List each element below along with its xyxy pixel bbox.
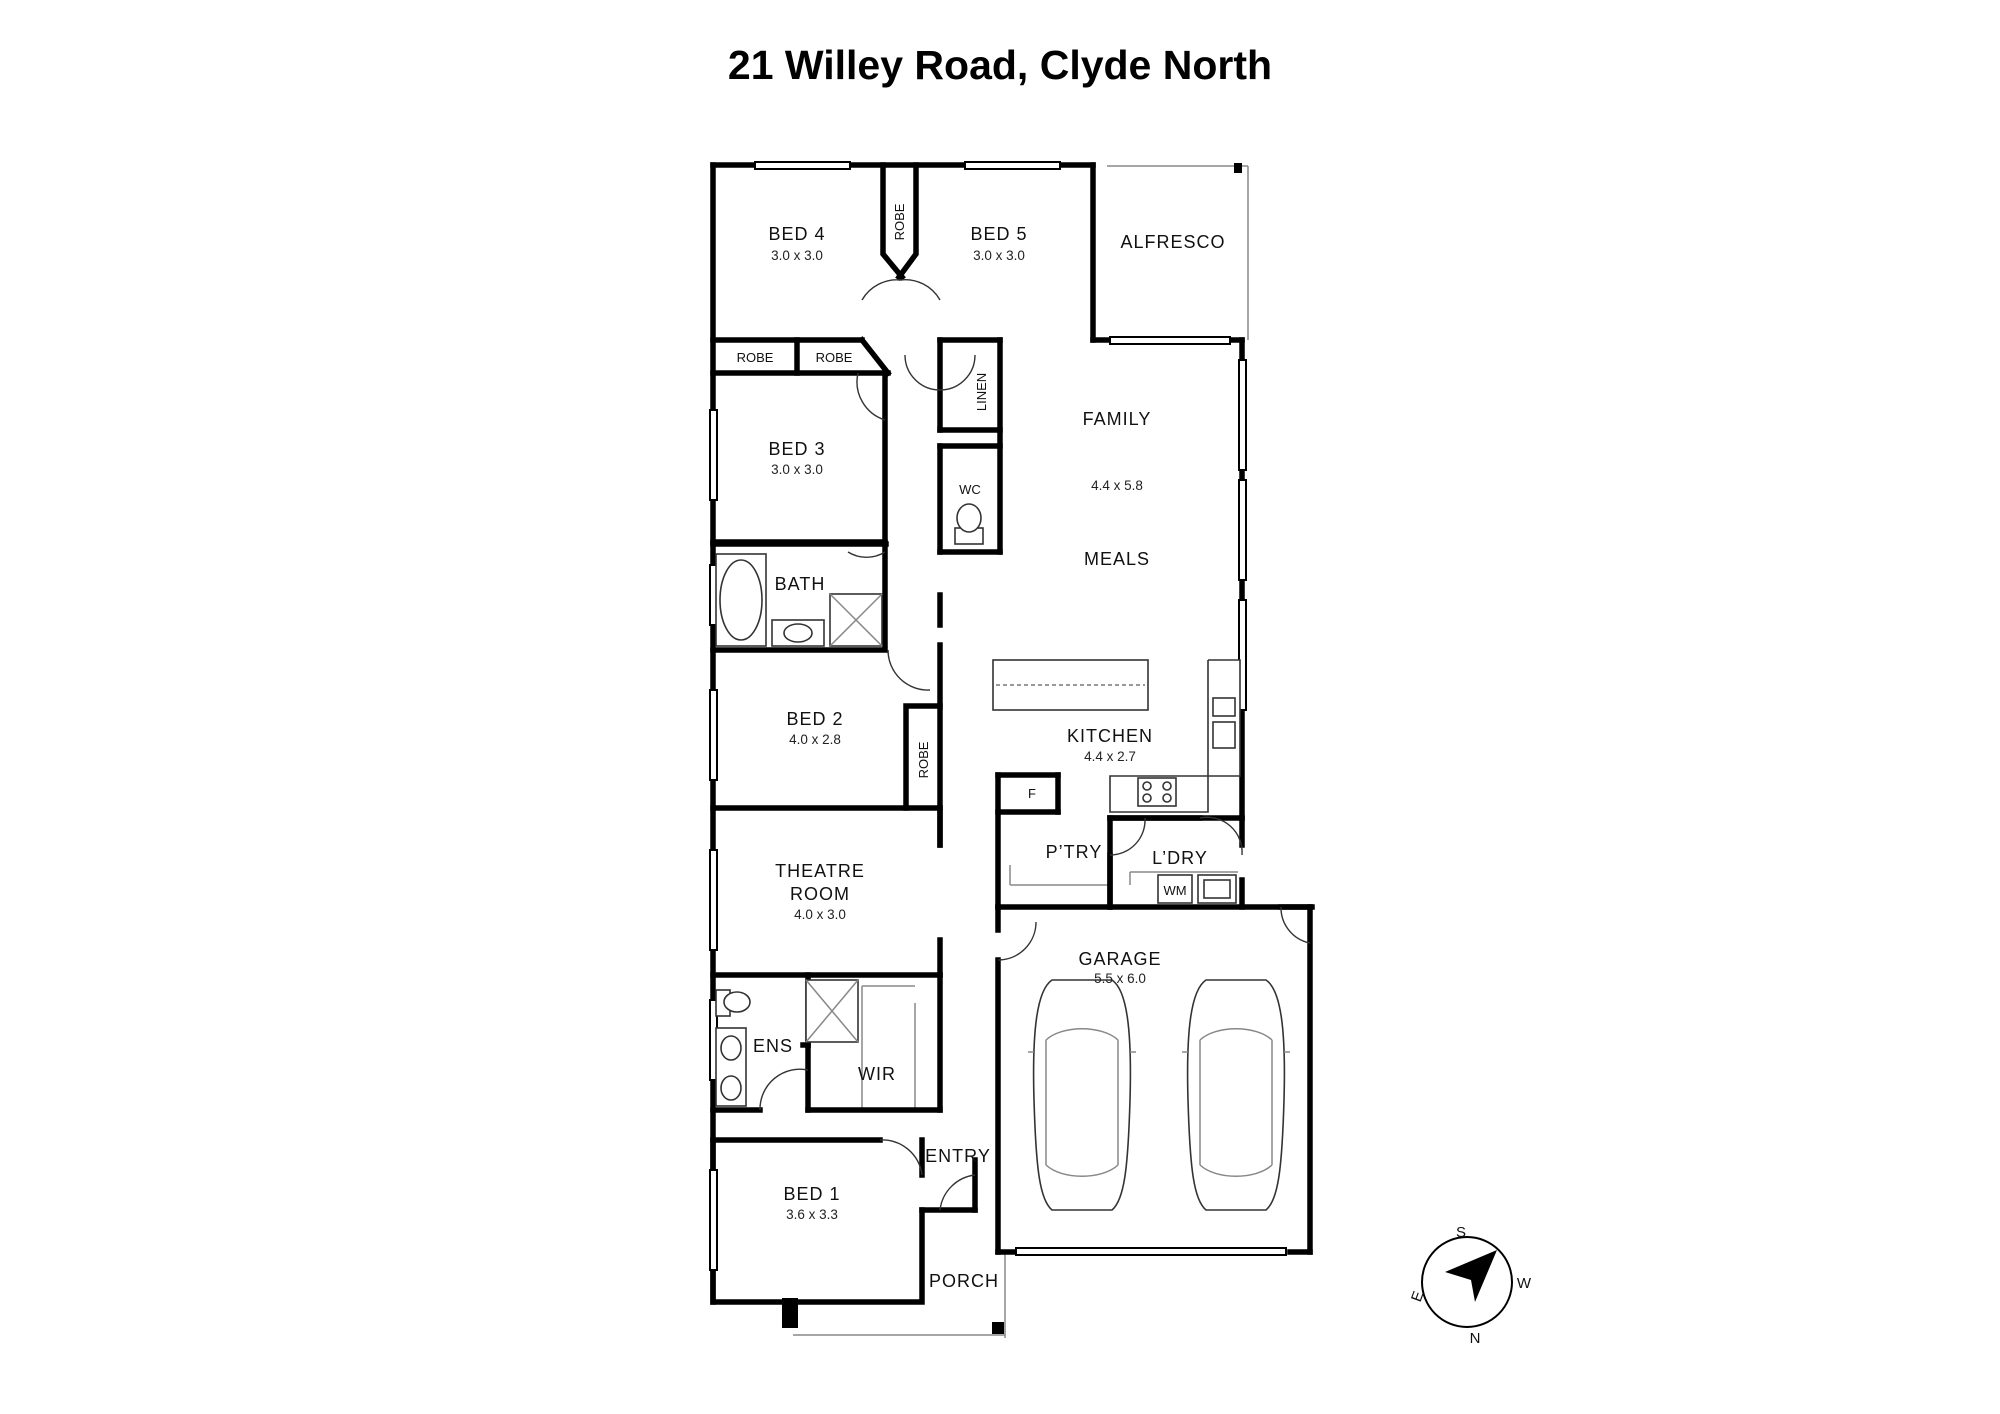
label-fridge: F [1028,786,1036,801]
car-right [1182,979,1290,1211]
label-robe-bed2: ROBE [916,741,931,778]
label-theatre-1: THEATRE [775,861,865,881]
label-family: FAMILY [1083,409,1152,429]
dims-bed2: 4.0 x 2.8 [789,732,841,747]
label-theatre-2: ROOM [790,884,850,904]
doors [759,278,1311,1211]
dims-kitchen: 4.4 x 2.7 [1084,749,1136,764]
label-meals: MEALS [1084,549,1150,569]
label-robe-a: ROBE [737,350,774,365]
label-entry: ENTRY [925,1146,991,1166]
label-robe-b: ROBE [816,350,853,365]
label-porch: PORCH [929,1271,999,1291]
label-laundry: L’DRY [1152,848,1208,868]
compass-n: N [1470,1330,1481,1347]
compass-icon: S W E N [1408,1224,1532,1347]
label-bed5: BED 5 [970,224,1027,244]
fixtures [715,503,1241,1107]
label-kitchen: KITCHEN [1067,726,1153,746]
label-wir: WIR [858,1064,896,1084]
dims-garage: 5.5 x 6.0 [1094,971,1146,986]
label-linen: LINEN [974,373,989,411]
room-labels: BED 4 3.0 x 3.0 BED 5 3.0 x 3.0 ALFRESCO… [737,203,1225,1291]
label-pantry: P’TRY [1046,842,1103,862]
label-bath: BATH [775,574,826,594]
label-bed1: BED 1 [783,1184,840,1204]
label-ens: ENS [753,1036,793,1056]
label-alfresco: ALFRESCO [1120,232,1225,252]
label-bed2: BED 2 [786,709,843,729]
dims-bed1: 3.6 x 3.3 [786,1207,838,1222]
dims-family: 4.4 x 5.8 [1091,478,1143,493]
label-bed4: BED 4 [768,224,825,244]
thin-lines [793,165,1249,1338]
dims-bed4: 3.0 x 3.0 [771,248,823,263]
windows [709,161,1287,1271]
dims-bed3: 3.0 x 3.0 [771,462,823,477]
label-wm: WM [1163,883,1186,898]
compass-w: W [1517,1275,1532,1292]
label-robe-bed45: ROBE [892,203,907,240]
label-wc: WC [959,482,981,497]
label-bed3: BED 3 [768,439,825,459]
dims-bed5: 3.0 x 3.0 [973,248,1025,263]
plan-title: 21 Willey Road, Clyde North [727,42,1273,88]
compass-e: E [1408,1289,1427,1304]
label-garage: GARAGE [1078,949,1161,969]
dims-theatre: 4.0 x 3.0 [794,907,846,922]
compass-s: S [1456,1224,1466,1241]
car-left [1028,979,1136,1211]
